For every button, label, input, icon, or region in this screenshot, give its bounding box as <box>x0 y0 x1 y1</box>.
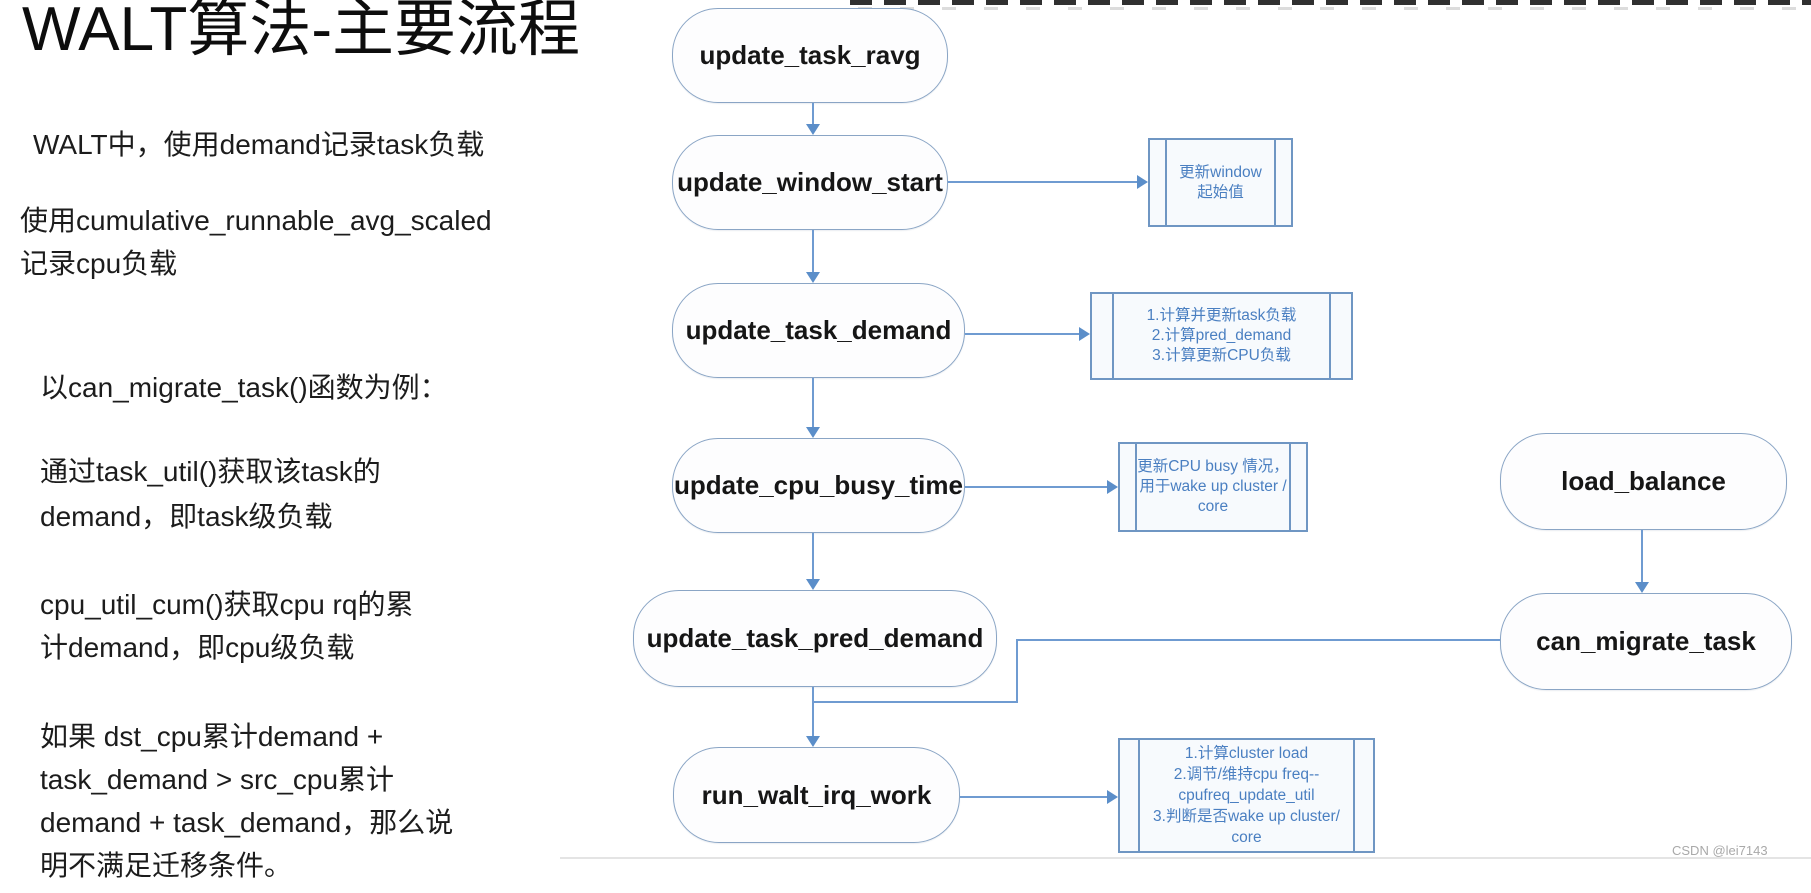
annotation-line: core <box>1197 498 1229 515</box>
arrow-icon <box>1137 175 1148 189</box>
connector-line <box>812 378 814 428</box>
annotation-line: 1.计算并更新task负载 <box>1146 307 1297 324</box>
note-line: 计demand，即cpu级负载 <box>40 632 355 663</box>
watermark: CSDN @lei7143 <box>1672 843 1768 858</box>
note-line: 使用cumulative_runnable_avg_scaled <box>20 205 492 236</box>
note-line: demand，即task级负载 <box>40 501 333 532</box>
arrow-icon <box>1107 790 1118 804</box>
arrow-icon <box>806 427 820 438</box>
connector-line <box>1016 639 1500 641</box>
connector-line <box>812 533 814 580</box>
process-box-bar <box>1112 294 1114 378</box>
note-line: demand + task_demand，那么说 <box>40 807 454 838</box>
flow-node-can-migrate-task: can_migrate_task <box>1500 593 1792 690</box>
connector-line <box>965 333 1080 335</box>
flow-node-run-walt-irq-work: run_walt_irq_work <box>673 747 960 843</box>
arrow-icon <box>806 124 820 135</box>
note-line: cpu_util_cum()获取cpu rq的累 <box>40 589 414 620</box>
flow-node-update-task-pred-demand: update_task_pred_demand <box>633 590 997 687</box>
connector-line <box>1016 639 1018 703</box>
process-box-window-start: 更新window 起始值 <box>1148 138 1293 227</box>
process-box-bar <box>1329 294 1331 378</box>
note-line: 如果 dst_cpu累计demand + <box>40 721 384 752</box>
annotation-line: cpufreq_update_util <box>1178 787 1315 804</box>
page-title: WALT算法-主要流程 <box>22 0 580 64</box>
flow-node-update-task-demand: update_task_demand <box>672 283 965 378</box>
process-box-cpu-busy: 更新CPU busy 情况， 用于wake up cluster / core <box>1118 442 1308 532</box>
process-box-bar <box>1289 444 1291 530</box>
connector-line <box>960 796 1108 798</box>
connector-line <box>812 103 814 125</box>
process-box-bar <box>1165 140 1167 225</box>
annotation-line: 起始值 <box>1197 183 1244 201</box>
note-paragraph: 以can_migrate_task()函数为例： <box>40 366 448 409</box>
annotation-line: 更新CPU busy 情况， <box>1137 458 1289 475</box>
note-paragraph: 使用cumulative_runnable_avg_scaled 记录cpu负载 <box>20 199 492 285</box>
top-dashed-strip-faint <box>858 7 1811 10</box>
note-paragraph: 如果 dst_cpu累计demand + task_demand > src_c… <box>40 715 453 887</box>
arrow-icon <box>1635 582 1649 593</box>
note-line: 明不满足迁移条件。 <box>40 850 293 881</box>
annotation-line: 2.计算pred_demand <box>1151 327 1292 344</box>
arrow-icon <box>1079 327 1090 341</box>
arrow-icon <box>806 736 820 747</box>
process-box-irq-work: 1.计算cluster load 2.调节/维持cpu freq-- cpufr… <box>1118 738 1375 853</box>
annotation-line: 3.计算更新CPU负载 <box>1152 347 1291 364</box>
connector-line <box>812 701 1018 703</box>
note-paragraph: 通过task_util()获取该task的 demand，即task级负载 <box>40 449 381 539</box>
flow-node-update-window-start: update_window_start <box>672 135 948 230</box>
note-line: 通过task_util()获取该task的 <box>40 456 381 487</box>
note-paragraph: WALT中，使用demand记录task负载 <box>33 123 484 166</box>
connector-line <box>812 687 814 737</box>
arrow-icon <box>1107 480 1118 494</box>
note-line: 记录cpu负载 <box>20 248 178 279</box>
flow-node-update-task-ravg: update_task_ravg <box>672 8 948 103</box>
process-box-bar <box>1274 140 1276 225</box>
flow-node-update-cpu-busy-time: update_cpu_busy_time <box>672 438 965 533</box>
annotation-line: core <box>1231 829 1262 846</box>
note-line: WALT中，使用demand记录task负载 <box>33 129 485 160</box>
process-box-task-demand: 1.计算并更新task负载 2.计算pred_demand 3.计算更新CPU负… <box>1090 292 1353 380</box>
process-box-bar <box>1135 444 1137 530</box>
process-box-bar <box>1138 740 1140 851</box>
connector-line <box>965 486 1108 488</box>
note-paragraph: cpu_util_cum()获取cpu rq的累 计demand，即cpu级负载 <box>40 583 413 669</box>
flow-node-load-balance: load_balance <box>1500 433 1787 530</box>
arrow-icon <box>806 579 820 590</box>
annotation-line: 更新window <box>1179 163 1262 181</box>
note-line: task_demand > src_cpu累计 <box>40 764 395 795</box>
annotation-line: 用于wake up cluster / <box>1139 478 1287 495</box>
connector-line <box>1641 530 1643 583</box>
annotation-line: 3.判断是否wake up cluster/ <box>1153 808 1340 825</box>
connector-line <box>812 230 814 273</box>
arrow-icon <box>806 272 820 283</box>
divider <box>560 857 1811 859</box>
annotation-line: 2.调节/维持cpu freq-- <box>1173 766 1320 783</box>
annotation-line: 1.计算cluster load <box>1184 745 1309 762</box>
top-dashed-strip <box>850 0 1811 5</box>
connector-line <box>948 181 1138 183</box>
process-box-bar <box>1353 740 1355 851</box>
note-line: 以can_migrate_task()函数为例： <box>40 372 448 403</box>
